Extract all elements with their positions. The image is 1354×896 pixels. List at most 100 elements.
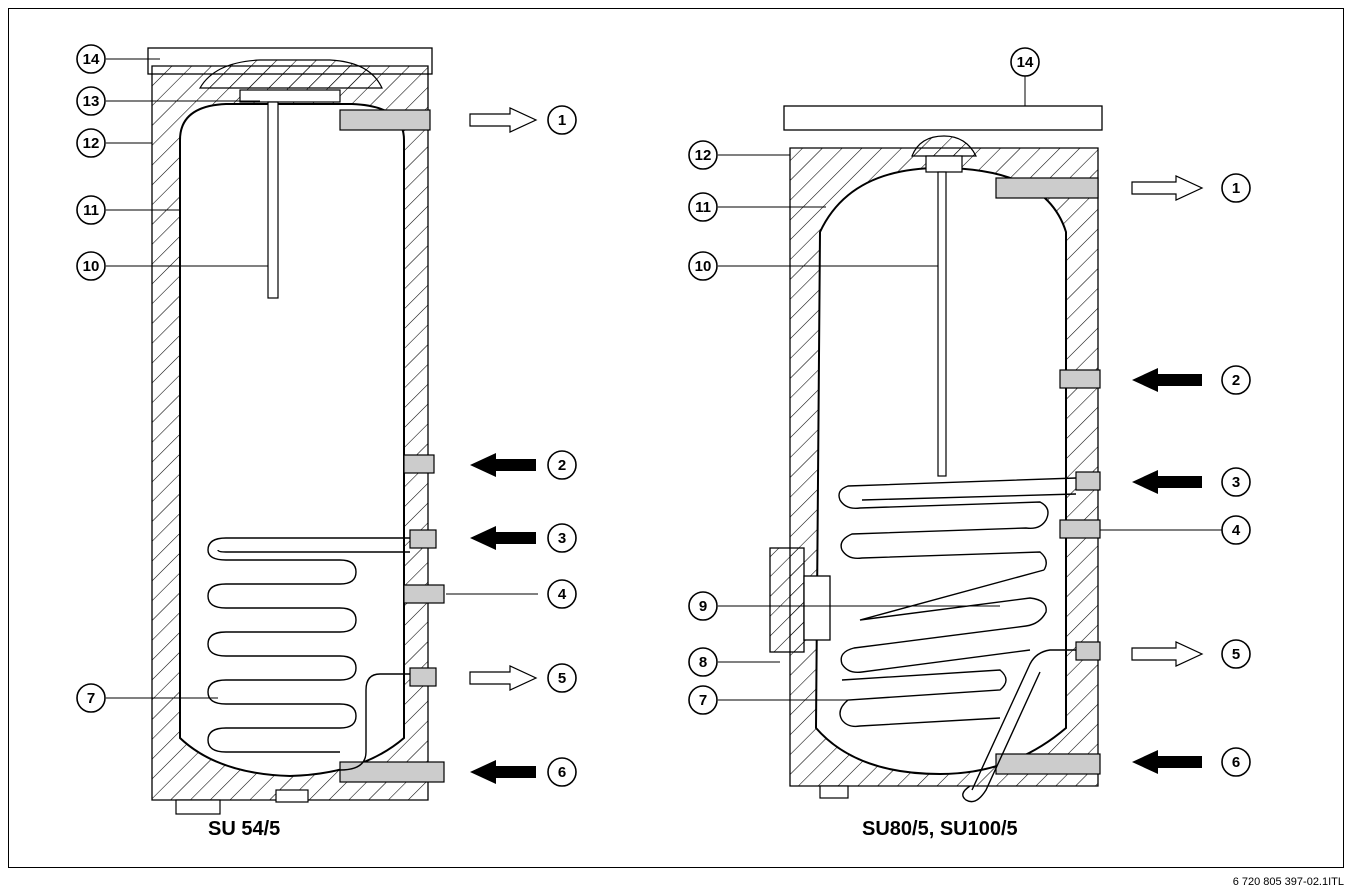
svg-text:12: 12 <box>83 135 100 152</box>
right-inlet-arrow-6 <box>1132 750 1202 774</box>
right-callout-7: 7 <box>688 685 718 715</box>
left-callout-3: 3 <box>547 523 577 553</box>
left-base <box>175 799 221 815</box>
document-reference: 6 720 805 397-02.1ITL <box>1232 876 1344 888</box>
left-model-caption: SU 54/5 <box>208 818 281 840</box>
svg-text:5: 5 <box>1232 646 1240 663</box>
right-flange-cover <box>769 547 805 653</box>
left-tank-wall <box>179 103 405 778</box>
left-inlet-arrow-3 <box>470 526 536 550</box>
svg-text:10: 10 <box>83 258 100 275</box>
left-callout-7: 7 <box>76 683 106 713</box>
right-tank <box>769 105 1103 803</box>
left-flange <box>239 89 341 103</box>
right-callout-11: 11 <box>688 192 718 222</box>
right-flange <box>925 155 963 173</box>
svg-text:7: 7 <box>699 692 707 709</box>
left-callout-14: 14 <box>76 44 106 74</box>
left-anode <box>267 101 279 299</box>
right-callout-3: 3 <box>1221 467 1251 497</box>
left-leader-lines <box>106 58 538 699</box>
svg-text:5: 5 <box>558 670 566 687</box>
left-callout-5: 5 <box>547 663 577 693</box>
left-base-foot <box>275 789 309 803</box>
right-top-cover <box>783 105 1103 131</box>
right-outlet-arrow-5 <box>1131 641 1204 667</box>
left-pipe-1 <box>339 109 431 131</box>
left-inlet-arrow-6 <box>470 760 536 784</box>
right-flange-plate <box>803 575 831 641</box>
right-pipe-1 <box>995 177 1099 199</box>
svg-text:13: 13 <box>83 93 100 110</box>
svg-text:11: 11 <box>695 199 711 216</box>
left-outlet-arrow-5 <box>469 665 538 691</box>
left-inlet-arrow-2 <box>470 453 536 477</box>
left-pipe-2 <box>403 454 435 474</box>
left-callouts: 14 13 12 11 10 7 1 2 3 4 5 6 <box>76 44 577 787</box>
right-callout-10: 10 <box>688 251 718 281</box>
right-leader-lines <box>718 76 1225 701</box>
svg-text:4: 4 <box>558 586 567 603</box>
svg-text:11: 11 <box>83 202 99 219</box>
svg-text:10: 10 <box>695 258 712 275</box>
right-coil <box>838 477 1077 803</box>
left-pipe-5 <box>409 667 437 687</box>
left-outlet-arrow-1 <box>469 107 538 133</box>
right-callout-5: 5 <box>1221 639 1251 669</box>
right-base-foot <box>819 785 849 799</box>
left-top-cap <box>198 59 383 89</box>
left-arrows <box>469 107 538 784</box>
left-pipe-3 <box>409 529 437 549</box>
svg-text:14: 14 <box>1017 54 1034 71</box>
svg-text:3: 3 <box>558 530 566 547</box>
svg-text:9: 9 <box>699 598 707 615</box>
right-inlet-arrow-3 <box>1132 470 1202 494</box>
svg-text:2: 2 <box>1232 372 1240 389</box>
right-callout-12: 12 <box>688 140 718 170</box>
left-callout-12: 12 <box>76 128 106 158</box>
right-callout-4: 4 <box>1221 515 1251 545</box>
right-callout-1: 1 <box>1221 173 1251 203</box>
left-callout-6: 6 <box>547 757 577 787</box>
svg-text:1: 1 <box>1232 180 1240 197</box>
right-callout-6: 6 <box>1221 747 1251 777</box>
svg-text:4: 4 <box>1232 522 1241 539</box>
left-pipe-4 <box>403 584 445 604</box>
left-callout-2: 2 <box>547 450 577 480</box>
left-callout-13: 13 <box>76 86 106 116</box>
svg-text:8: 8 <box>699 654 707 671</box>
diagram-frame <box>8 8 1344 868</box>
right-arrows <box>1131 175 1204 774</box>
left-tank <box>147 47 445 815</box>
right-anode <box>937 171 947 477</box>
left-callout-11: 11 <box>76 195 106 225</box>
svg-text:3: 3 <box>1232 474 1240 491</box>
right-pipe-3 <box>1075 471 1101 491</box>
right-pipe-5 <box>1075 641 1101 661</box>
right-model-caption: SU80/5, SU100/5 <box>862 818 1018 840</box>
right-callout-9: 9 <box>688 591 718 621</box>
right-pipe-6 <box>995 753 1101 775</box>
right-callout-14: 14 <box>1010 47 1040 77</box>
right-outlet-arrow-1 <box>1131 175 1204 201</box>
svg-text:14: 14 <box>83 51 100 68</box>
left-callout-10: 10 <box>76 251 106 281</box>
right-callout-8: 8 <box>688 647 718 677</box>
right-top-cap <box>911 135 977 157</box>
left-pipe-6 <box>339 761 445 783</box>
right-pipe-2 <box>1059 369 1101 389</box>
left-callout-1: 1 <box>547 105 577 135</box>
right-pipe-4 <box>1059 519 1101 539</box>
svg-text:12: 12 <box>695 147 712 164</box>
svg-text:2: 2 <box>558 457 566 474</box>
right-inlet-arrow-2 <box>1132 368 1202 392</box>
svg-text:7: 7 <box>87 690 95 707</box>
right-callouts: 14 12 11 10 9 8 7 1 2 3 4 5 6 <box>688 47 1251 777</box>
right-callout-2: 2 <box>1221 365 1251 395</box>
left-callout-4: 4 <box>547 579 577 609</box>
svg-text:6: 6 <box>558 764 566 781</box>
svg-text:6: 6 <box>1232 754 1240 771</box>
svg-text:1: 1 <box>558 112 566 129</box>
left-coil <box>207 537 410 771</box>
